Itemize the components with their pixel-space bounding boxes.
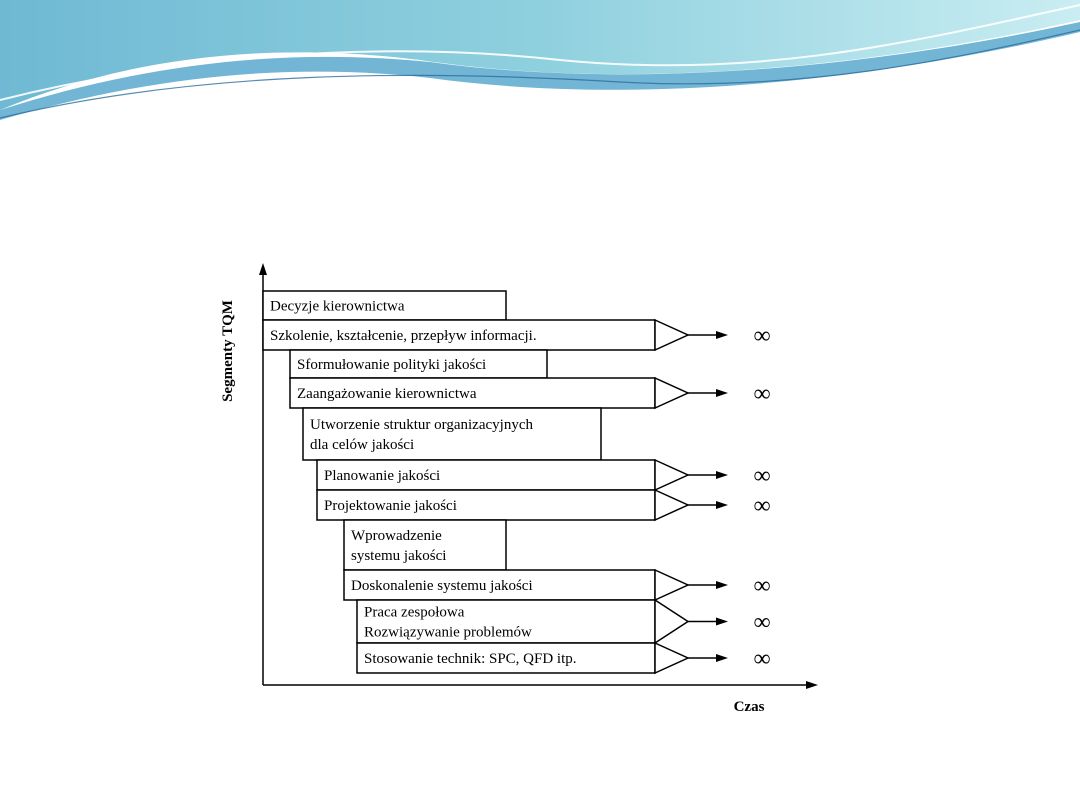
continuation-triangle xyxy=(654,318,690,352)
segment-label: Praca zespołowa xyxy=(364,605,465,621)
continuation-triangle xyxy=(654,568,690,602)
tqm-segments-diagram: Segmenty TQM Czas Decyzje kierownictwaSzko… xyxy=(143,258,938,713)
continuation-arrowhead xyxy=(716,389,728,397)
segment-label: Planowanie jakości xyxy=(324,468,440,484)
y-axis-label: Segmenty TQM xyxy=(220,300,236,402)
infinity-symbol: ∞ xyxy=(753,646,770,672)
segment-label: Stosowanie technik: SPC, QFD itp. xyxy=(364,651,577,667)
segment-label: Wprowadzenie xyxy=(351,528,442,544)
segment-label: Szkolenie, kształcenie, przepływ informa… xyxy=(270,328,537,344)
continuation-triangle xyxy=(654,376,690,410)
continuation-triangle xyxy=(654,458,690,492)
infinity-symbol: ∞ xyxy=(753,323,770,349)
continuation-arrowhead xyxy=(716,617,728,626)
segment-label: Projektowanie jakości xyxy=(324,498,457,514)
x-axis-label: Czas xyxy=(734,699,765,713)
infinity-symbol: ∞ xyxy=(753,610,770,636)
segment-label: Doskonalenie systemu jakości xyxy=(351,578,533,594)
segment-label: Zaangażowanie kierownictwa xyxy=(297,386,477,402)
segment-label: Rozwiązywanie problemów xyxy=(364,625,532,641)
segment-box xyxy=(262,319,656,351)
continuation-arrowhead xyxy=(716,471,728,479)
segment-label: dla celów jakości xyxy=(310,437,414,453)
header-wave-decoration xyxy=(0,0,1080,120)
segment-box xyxy=(316,489,656,521)
x-axis-arrowhead xyxy=(806,681,818,689)
segment-label: Sformułowanie polityki jakości xyxy=(297,357,486,373)
infinity-symbol: ∞ xyxy=(753,463,770,489)
continuation-triangle xyxy=(654,641,690,675)
segment-label: systemu jakości xyxy=(351,548,446,564)
infinity-symbol: ∞ xyxy=(753,381,770,407)
segment-label: Decyzje kierownictwa xyxy=(270,299,405,315)
infinity-symbol: ∞ xyxy=(753,573,770,599)
continuation-arrowhead xyxy=(716,501,728,509)
y-axis-arrowhead xyxy=(259,263,267,275)
continuation-arrowhead xyxy=(716,581,728,589)
segment-label: Utworzenie struktur organizacyjnych xyxy=(310,417,533,433)
continuation-arrowhead xyxy=(716,654,728,662)
continuation-arrowhead xyxy=(716,331,728,339)
segment-box xyxy=(289,349,548,379)
segment-box xyxy=(289,377,656,409)
continuation-triangle xyxy=(654,488,690,522)
continuation-triangle xyxy=(654,598,690,645)
infinity-symbol: ∞ xyxy=(753,493,770,519)
